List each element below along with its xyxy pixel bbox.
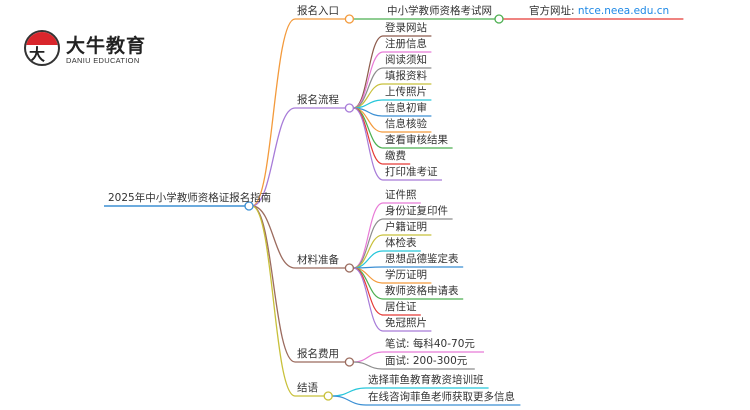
leaf-label-1-0: 登录网站 bbox=[385, 22, 427, 34]
leaf-label-2-0: 证件照 bbox=[385, 189, 417, 201]
branch-label-4: 结语 bbox=[297, 382, 318, 394]
leaf-label-1-5: 信息初审 bbox=[385, 102, 427, 114]
leaf-connector-4-1 bbox=[332, 395, 367, 406]
root-node-label-text: 2025年中小学教师资格证报名指南 bbox=[108, 192, 272, 204]
leaf-connector-4-0 bbox=[332, 387, 367, 397]
leaf-label-1-6-text: 信息核验 bbox=[385, 118, 427, 130]
leaf-label-4-1: 在线咨询菲鱼老师获取更多信息 bbox=[368, 391, 515, 403]
leaf-connector-1-1 bbox=[353, 51, 384, 109]
leaf-label-1-0-text: 登录网站 bbox=[385, 22, 427, 34]
leaf-label-1-1-text: 注册信息 bbox=[385, 38, 427, 50]
leaf-connector-1-0 bbox=[353, 35, 384, 109]
leaf-label-2-1-text: 身份证复印件 bbox=[385, 205, 448, 217]
branch-label-0: 报名入口 bbox=[297, 5, 339, 17]
leaf-label-1-7: 查看审核结果 bbox=[385, 134, 448, 146]
branch-collapse-toggle-1[interactable] bbox=[344, 103, 355, 113]
branch-label-2: 材料准备 bbox=[297, 254, 339, 266]
leaf-label-1-2-text: 阅读须知 bbox=[385, 54, 427, 66]
leaf-label-2-3: 体检表 bbox=[385, 237, 417, 249]
leaf-connector-2-8 bbox=[353, 267, 384, 332]
leaf-connector-1-8 bbox=[353, 107, 384, 165]
branch-label-2-text: 材料准备 bbox=[297, 254, 339, 266]
logo-name-en: DANIU EDUCATION bbox=[66, 56, 140, 65]
leaf-label-4-0: 选择菲鱼教育教资培训班 bbox=[368, 374, 484, 386]
leaf-label-1-3-text: 填报资料 bbox=[385, 70, 427, 82]
leaf-label-3-0-text: 笔试: 每科40-70元 bbox=[385, 338, 475, 350]
leaf-label-1-8-text: 缴费 bbox=[385, 150, 406, 162]
leaf-label-1-2: 阅读须知 bbox=[385, 54, 427, 66]
official-url-label: 官方网址: ntce.neea.edu.cn bbox=[529, 5, 669, 17]
logo: 大牛 大牛教育 DANIU EDUCATION bbox=[22, 30, 172, 70]
leaf-label-1-4: 上传照片 bbox=[385, 86, 427, 98]
leaf-connector-2-1 bbox=[353, 218, 384, 269]
branch-label-4-text: 结语 bbox=[297, 382, 318, 394]
branch-collapse-toggle-2[interactable] bbox=[344, 263, 355, 273]
leaf-label-2-2: 户籍证明 bbox=[385, 221, 427, 233]
root-collapse-toggle[interactable] bbox=[244, 201, 254, 211]
leaf-connector-2-6 bbox=[353, 267, 384, 300]
leaf-label-2-1: 身份证复印件 bbox=[385, 205, 448, 217]
entry-site-label: 中小学教师资格考试网 bbox=[387, 5, 492, 17]
official-url-link[interactable]: ntce.neea.edu.cn bbox=[577, 5, 670, 17]
branch-connector-2 bbox=[251, 205, 296, 269]
branch-label-0-text: 报名入口 bbox=[297, 5, 339, 17]
leaf-label-2-5: 学历证明 bbox=[385, 269, 427, 281]
leaf-label-2-8: 免冠照片 bbox=[385, 317, 427, 329]
leaf-connector-1-9 bbox=[353, 107, 384, 181]
leaf-connector-3-1 bbox=[353, 361, 384, 370]
leaf-label-1-5-text: 信息初审 bbox=[385, 102, 427, 114]
leaf-label-3-1: 面试: 200-300元 bbox=[385, 355, 467, 367]
leaf-label-2-4: 思想品德鉴定表 bbox=[385, 253, 459, 265]
leaf-label-2-7: 居住证 bbox=[385, 301, 417, 313]
leaf-label-1-7-text: 查看审核结果 bbox=[385, 134, 448, 146]
leaf-label-1-4-text: 上传照片 bbox=[385, 86, 427, 98]
root-node-label: 2025年中小学教师资格证报名指南 bbox=[108, 192, 271, 204]
leaf-label-3-1-text: 面试: 200-300元 bbox=[385, 355, 468, 367]
logo-badge-glyph: 大牛 bbox=[29, 45, 46, 64]
leaf-label-3-0: 笔试: 每科40-70元 bbox=[385, 338, 475, 350]
branch-label-1: 报名流程 bbox=[297, 94, 339, 106]
leaf-label-1-8: 缴费 bbox=[385, 150, 406, 162]
leaf-label-2-5-text: 学历证明 bbox=[385, 269, 427, 281]
leaf-connector-2-2 bbox=[353, 234, 384, 269]
branch-label-1-text: 报名流程 bbox=[297, 94, 339, 106]
entry-site-label-text: 中小学教师资格考试网 bbox=[387, 5, 492, 17]
leaf-label-2-7-text: 居住证 bbox=[385, 301, 417, 313]
leaf-label-1-1: 注册信息 bbox=[385, 38, 427, 50]
branch-connector-4 bbox=[251, 205, 296, 397]
leaf-label-1-9-text: 打印准考证 bbox=[385, 166, 438, 178]
branch-collapse-toggle-3[interactable] bbox=[344, 357, 355, 367]
branch-connector-0 bbox=[251, 18, 296, 207]
logo-badge-icon: 大牛 bbox=[24, 30, 60, 66]
branch-label-3-text: 报名费用 bbox=[297, 348, 339, 360]
logo-name-cn: 大牛教育 bbox=[66, 35, 147, 57]
branch-connector-1 bbox=[251, 107, 296, 207]
leaf-label-2-2-text: 户籍证明 bbox=[385, 221, 427, 233]
branch-collapse-toggle-4[interactable] bbox=[323, 391, 333, 401]
leaf-label-1-6: 信息核验 bbox=[385, 118, 427, 130]
leaf-connector-3-0 bbox=[353, 351, 384, 363]
leaf-label-2-3-text: 体检表 bbox=[385, 237, 417, 249]
leaf-label-1-3: 填报资料 bbox=[385, 70, 427, 82]
leaf-label-4-1-text: 在线咨询菲鱼老师获取更多信息 bbox=[368, 391, 515, 403]
leaf-label-2-6-text: 教师资格申请表 bbox=[385, 285, 459, 297]
leaf-label-2-0-text: 证件照 bbox=[385, 189, 417, 201]
leaf-label-4-0-text: 选择菲鱼教育教资培训班 bbox=[368, 374, 484, 386]
leaf-label-2-8-text: 免冠照片 bbox=[385, 317, 427, 329]
leaf-label-2-4-text: 思想品德鉴定表 bbox=[385, 253, 459, 265]
leaf-label-2-6: 教师资格申请表 bbox=[385, 285, 459, 297]
branch-collapse-toggle-0[interactable] bbox=[344, 14, 355, 24]
official-url-label-text: 官方网址: bbox=[529, 5, 578, 17]
leaf-label-1-9: 打印准考证 bbox=[385, 166, 438, 178]
branch-connector-3 bbox=[251, 205, 296, 363]
branch-label-3: 报名费用 bbox=[297, 348, 339, 360]
entry-site-collapse-toggle[interactable] bbox=[494, 14, 504, 24]
